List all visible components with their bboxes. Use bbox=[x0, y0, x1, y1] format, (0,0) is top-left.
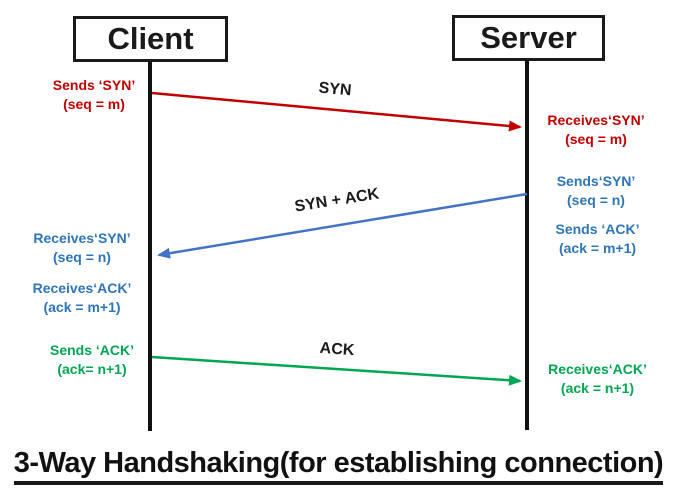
actor-label-server: Server bbox=[480, 20, 577, 55]
annotation-line: Sends‘SYN’ bbox=[556, 173, 636, 189]
annotation-line: (ack = n+1) bbox=[560, 380, 635, 396]
annotation-line: (seq = m) bbox=[63, 96, 125, 112]
diagram-title: 3-Way Handshaking(for establishing conne… bbox=[0, 447, 677, 485]
annotation-line: Receives‘SYN’ bbox=[547, 112, 645, 128]
annotation-line: Receives‘ACK’ bbox=[32, 280, 132, 296]
annotation-client-sends-ack: Sends ‘ACK’ (ack= n+1) bbox=[36, 341, 148, 379]
annotation-line: (seq = n) bbox=[567, 192, 625, 208]
diagram-title-text: 3-Way Handshaking(for establishing conne… bbox=[13, 447, 664, 485]
message-label-ack: ACK bbox=[319, 339, 355, 360]
annotation-server-sends-syn: Sends‘SYN’ (seq = n) bbox=[545, 172, 647, 210]
ack-arrow bbox=[151, 355, 522, 386]
message-label-syn: SYN bbox=[317, 79, 353, 100]
message-label-syn-ack: SYN + ACK bbox=[293, 185, 381, 216]
client-lifeline bbox=[148, 62, 152, 431]
annotation-line: Receives‘SYN’ bbox=[33, 230, 131, 246]
annotation-line: Sends ‘ACK’ bbox=[49, 342, 134, 358]
actor-label-client: Client bbox=[107, 21, 194, 56]
annotation-line: (ack= n+1) bbox=[57, 361, 127, 377]
annotation-client-receives-ack: Receives‘ACK’ (ack = m+1) bbox=[24, 279, 140, 317]
actor-box-client: Client bbox=[73, 16, 228, 62]
server-lifeline bbox=[525, 61, 529, 430]
annotation-client-receives-syn: Receives‘SYN’ (seq = n) bbox=[24, 229, 140, 267]
annotation-client-sends-syn: Sends ‘SYN’ (seq = m) bbox=[36, 76, 152, 114]
annotation-line: (seq = m) bbox=[565, 131, 627, 147]
annotation-server-receives-syn: Receives‘SYN’ (seq = m) bbox=[540, 111, 652, 149]
annotation-line: Receives‘ACK’ bbox=[548, 361, 647, 377]
annotation-server-sends-ack: Sends ‘ACK’ (ack = m+1) bbox=[540, 220, 655, 258]
annotation-line: (ack = m+1) bbox=[558, 240, 637, 256]
annotation-server-receives-ack: Receives‘ACK’ (ack = n+1) bbox=[540, 360, 655, 398]
annotation-line: Sends ‘SYN’ bbox=[52, 77, 136, 93]
annotation-line: (ack = m+1) bbox=[43, 299, 121, 315]
annotation-line: Sends ‘ACK’ bbox=[555, 221, 640, 237]
annotation-line: (seq = n) bbox=[53, 249, 111, 265]
actor-box-server: Server bbox=[452, 15, 605, 61]
